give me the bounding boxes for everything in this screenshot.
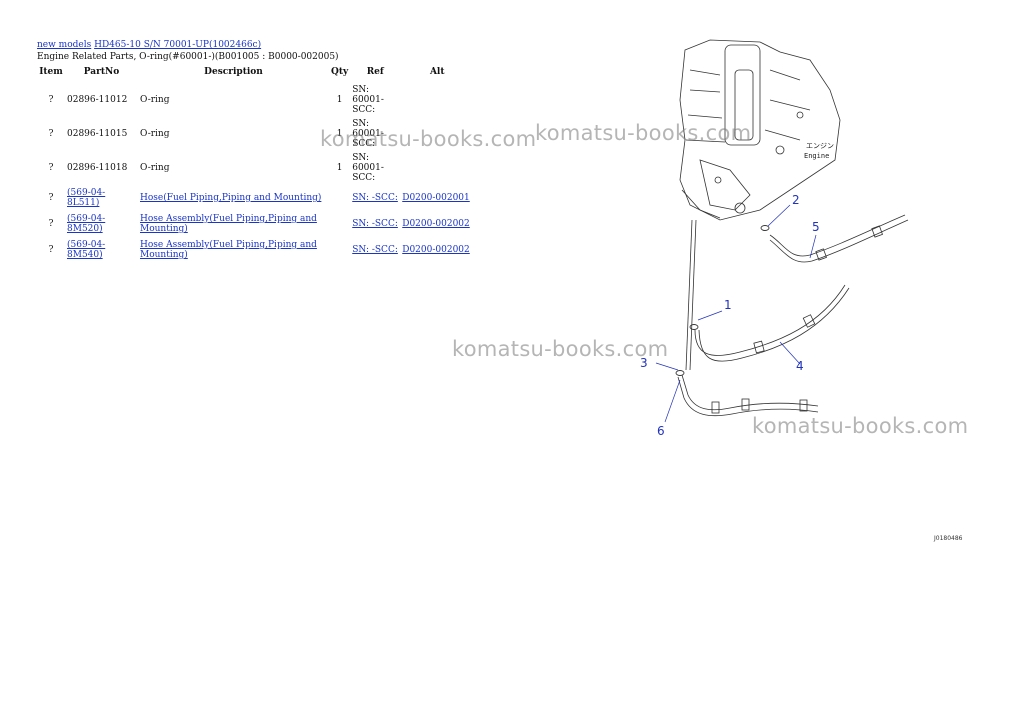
header-ref: Ref	[366, 67, 384, 77]
engine-label-en: Engine	[804, 152, 829, 160]
header-description: Description	[204, 67, 263, 77]
partno-link[interactable]: (569-04-8M520)	[67, 214, 106, 234]
cell-partno: 02896-11012	[67, 95, 128, 105]
cell-item: ?	[48, 245, 54, 255]
breadcrumb-link-model[interactable]: HD465-10 S/N 70001-UP(1002466c)	[94, 40, 262, 50]
cell-partno: 02896-11018	[67, 163, 128, 173]
cell-description: O-ring	[140, 163, 170, 173]
engine-label: エンジン Engine	[804, 142, 834, 160]
cell-qty: 1	[336, 95, 343, 105]
cell-qty: 1	[336, 163, 343, 173]
alt-link[interactable]: D0200-002002	[402, 219, 470, 229]
cell-partno: (569-04-8M540)	[65, 237, 138, 263]
header-qty: Qty	[331, 67, 349, 77]
callout-2: 2	[792, 193, 800, 207]
table-row: ? (569-04-8L511) Hose(Fuel Piping,Piping…	[37, 185, 474, 211]
table-row: ? 02896-11012 O-ring 1 SN: 60001-SCC:	[37, 83, 474, 117]
page-subtitle: Engine Related Parts, O-ring(#60001-)(B0…	[37, 52, 339, 62]
cell-partno: 02896-11015	[67, 129, 128, 139]
engine-outline	[679, 39, 841, 221]
watermark: komatsu-books.com	[320, 127, 537, 151]
callout-4: 4	[796, 359, 804, 373]
table-row: ? 02896-11018 O-ring 1 SN: 60001-SCC:	[37, 151, 474, 185]
hose-4	[694, 284, 850, 362]
cell-qty: 1	[336, 129, 343, 139]
breadcrumb: new models HD465-10 S/N 70001-UP(1002466…	[37, 40, 261, 51]
parts-table: Item PartNo Description Qty Ref Alt ? 02…	[37, 67, 474, 263]
cell-ref: SN: 60001-SCC:	[352, 119, 384, 149]
o-ring-2-icon	[760, 225, 770, 231]
header-item: Item	[39, 67, 63, 77]
cell-item: ?	[48, 193, 54, 203]
figure-number: J0180486	[934, 535, 963, 542]
cell-qty	[329, 211, 350, 237]
header-alt: Alt	[429, 67, 445, 77]
cell-description: O-ring	[140, 95, 170, 105]
cell-item: ?	[48, 129, 54, 139]
cell-item: ?	[48, 163, 54, 173]
breadcrumb-link-new-models[interactable]: new models	[37, 40, 92, 50]
o-ring-1-icon	[689, 324, 699, 330]
partno-link[interactable]: (569-04-8L511)	[67, 188, 106, 208]
cell-alt	[400, 151, 474, 185]
cell-alt	[400, 83, 474, 117]
ref-link[interactable]: SN: -SCC:	[352, 245, 398, 255]
cell-description: O-ring	[140, 129, 170, 139]
table-row: ? 02896-11015 O-ring 1 SN: 60001-SCC:	[37, 117, 474, 151]
cell-ref: SN: 60001-SCC:	[352, 85, 384, 115]
o-ring-3-icon	[675, 370, 685, 376]
ref-link[interactable]: SN: -SCC:	[352, 219, 398, 229]
leader-lines	[655, 204, 817, 423]
cell-partno: (569-04-8M520)	[65, 211, 138, 237]
cell-alt: D0200-002002	[400, 237, 474, 263]
fuel-line-vertical	[685, 219, 697, 371]
description-link[interactable]: Hose(Fuel Piping,Piping and Mounting)	[140, 193, 322, 203]
watermark: komatsu-books.com	[452, 337, 669, 361]
cell-partno: (569-04-8L511)	[65, 185, 138, 211]
callout-6: 6	[657, 424, 665, 438]
cell-qty	[329, 237, 350, 263]
hose-6	[677, 374, 819, 417]
alt-link[interactable]: D0200-002002	[402, 245, 470, 255]
cell-qty	[329, 185, 350, 211]
callout-3: 3	[640, 356, 648, 370]
cell-item: ?	[48, 95, 54, 105]
alt-link[interactable]: D0200-002001	[402, 193, 470, 203]
cell-ref: SN: -SCC:	[350, 185, 400, 211]
table-row: ? (569-04-8M520) Hose Assembly(Fuel Pipi…	[37, 211, 474, 237]
watermark: komatsu-books.com	[752, 414, 969, 438]
cell-alt: D0200-002001	[400, 185, 474, 211]
ref-link[interactable]: SN: -SCC:	[352, 193, 398, 203]
cell-description: Hose Assembly(Fuel Piping,Piping and Mou…	[138, 237, 329, 263]
cell-item: ?	[48, 219, 54, 229]
cell-description: Hose(Fuel Piping,Piping and Mounting)	[138, 185, 329, 211]
cell-ref: SN: -SCC:	[350, 211, 400, 237]
parts-diagram: エンジン Engine 1 2 3 4 5 6	[640, 39, 909, 438]
engine-label-jp: エンジン	[806, 142, 834, 150]
cell-ref: SN: -SCC:	[350, 237, 400, 263]
o-rings	[675, 225, 770, 376]
cell-ref: SN: 60001-SCC:	[352, 153, 384, 183]
cell-description: Hose Assembly(Fuel Piping,Piping and Mou…	[138, 211, 329, 237]
table-row: ? (569-04-8M540) Hose Assembly(Fuel Pipi…	[37, 237, 474, 263]
table-header-row: Item PartNo Description Qty Ref Alt	[37, 67, 474, 83]
cell-alt: D0200-002002	[400, 211, 474, 237]
partno-link[interactable]: (569-04-8M540)	[67, 240, 106, 260]
callout-1: 1	[724, 298, 732, 312]
description-link[interactable]: Hose Assembly(Fuel Piping,Piping and Mou…	[140, 240, 317, 260]
description-link[interactable]: Hose Assembly(Fuel Piping,Piping and Mou…	[140, 214, 317, 234]
header-partno: PartNo	[83, 67, 120, 77]
watermark: komatsu-books.com	[535, 121, 752, 145]
callout-5: 5	[812, 220, 820, 234]
hose-5	[769, 214, 909, 263]
